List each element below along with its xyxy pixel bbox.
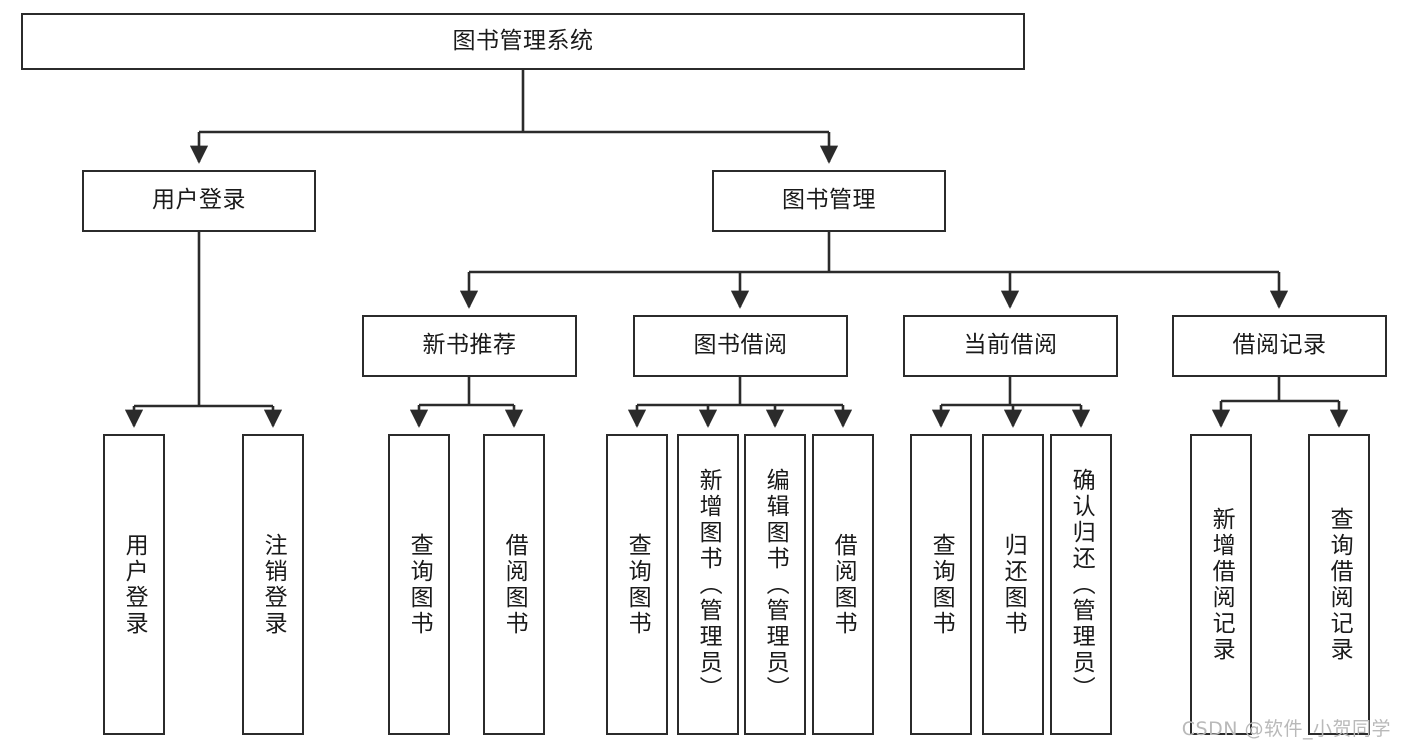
leaf-current-return-book[interactable]: 归还图书 <box>982 434 1044 735</box>
leaf-records-add-record-label: 新增借阅记录 <box>1208 506 1235 663</box>
leaf-newbook-query-book-label: 查询图书 <box>406 532 433 637</box>
node-borrow-records[interactable]: 借阅记录 <box>1172 315 1387 377</box>
leaf-current-confirm-return-admin-label: 确认归还（管理员） <box>1068 467 1095 702</box>
node-book-management-label: 图书管理 <box>782 187 876 214</box>
leaf-newbook-borrow-book-label: 借阅图书 <box>501 532 528 637</box>
node-user-login[interactable]: 用户登录 <box>82 170 316 232</box>
leaf-records-add-record[interactable]: 新增借阅记录 <box>1190 434 1252 735</box>
leaf-borrow-lend-book-label: 借阅图书 <box>830 532 857 637</box>
leaf-newbook-borrow-book[interactable]: 借阅图书 <box>483 434 545 735</box>
leaf-borrow-add-book-admin[interactable]: 新增图书（管理员） <box>677 434 739 735</box>
node-book-management[interactable]: 图书管理 <box>712 170 946 232</box>
leaf-borrow-add-book-admin-label: 新增图书（管理员） <box>695 467 722 702</box>
leaf-records-query-record-label: 查询借阅记录 <box>1326 506 1353 663</box>
node-root-label: 图书管理系统 <box>452 27 594 54</box>
node-book-borrow[interactable]: 图书借阅 <box>633 315 848 377</box>
leaf-logout[interactable]: 注销登录 <box>242 434 304 735</box>
leaf-user-login-label: 用户登录 <box>121 532 148 637</box>
leaf-current-confirm-return-admin[interactable]: 确认归还（管理员） <box>1050 434 1112 735</box>
node-new-book-recommend-label: 新书推荐 <box>422 332 517 359</box>
node-new-book-recommend[interactable]: 新书推荐 <box>362 315 577 377</box>
leaf-current-query-book[interactable]: 查询图书 <box>910 434 972 735</box>
leaf-records-query-record[interactable]: 查询借阅记录 <box>1308 434 1370 735</box>
node-current-borrow[interactable]: 当前借阅 <box>903 315 1118 377</box>
node-borrow-records-label: 借阅记录 <box>1232 332 1327 359</box>
leaf-current-query-book-label: 查询图书 <box>928 532 955 637</box>
node-current-borrow-label: 当前借阅 <box>963 332 1058 359</box>
leaf-newbook-query-book[interactable]: 查询图书 <box>388 434 450 735</box>
leaf-logout-label: 注销登录 <box>260 532 287 637</box>
node-book-borrow-label: 图书借阅 <box>693 332 788 359</box>
leaf-borrow-edit-book-admin-label: 编辑图书（管理员） <box>762 467 789 702</box>
leaf-user-login[interactable]: 用户登录 <box>103 434 165 735</box>
leaf-borrow-lend-book[interactable]: 借阅图书 <box>812 434 874 735</box>
leaf-borrow-query-book-label: 查询图书 <box>624 532 651 637</box>
leaf-current-return-book-label: 归还图书 <box>1000 532 1027 637</box>
leaf-borrow-edit-book-admin[interactable]: 编辑图书（管理员） <box>744 434 806 735</box>
leaf-borrow-query-book[interactable]: 查询图书 <box>606 434 668 735</box>
node-user-login-label: 用户登录 <box>152 187 246 214</box>
node-root[interactable]: 图书管理系统 <box>21 13 1025 70</box>
